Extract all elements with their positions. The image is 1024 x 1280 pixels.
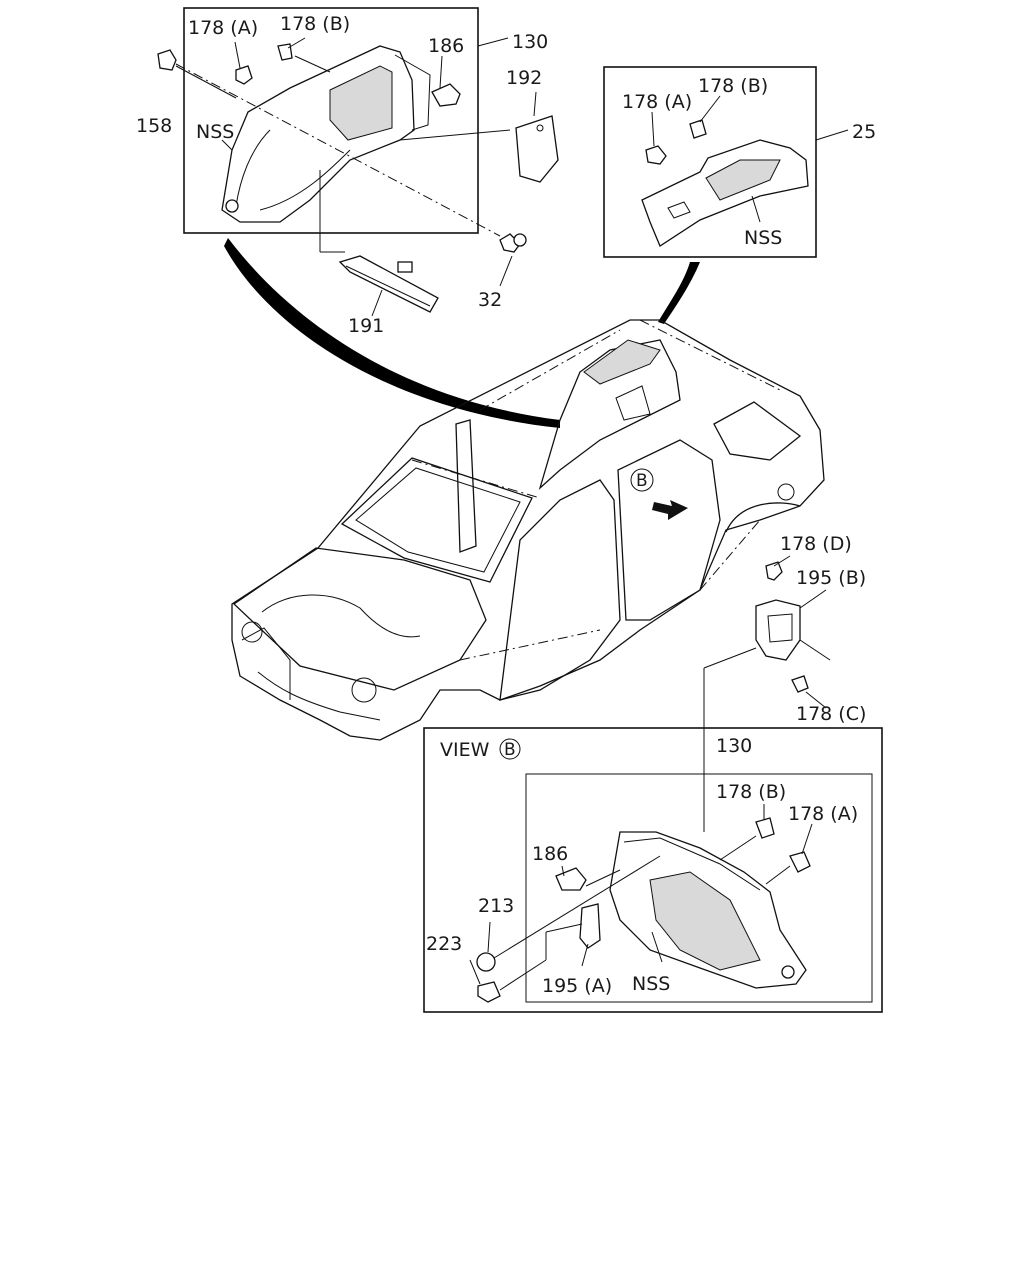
body-trim-recess [583, 339, 661, 385]
clip-178a-view[interactable] [789, 851, 811, 873]
view-panel-recess [649, 871, 761, 971]
clip-178c[interactable] [791, 675, 809, 693]
label-223: 223 [426, 933, 462, 955]
rear-interior-panel [538, 339, 681, 491]
cover-192[interactable] [515, 115, 559, 183]
clip-178d[interactable] [765, 561, 783, 581]
label-178a-right: 178 (A) [622, 91, 692, 113]
view-b-arrow [652, 500, 688, 520]
screw-223[interactable] [477, 981, 501, 1003]
label-130-view: 130 [716, 735, 752, 757]
label-nss-top: NSS [196, 121, 234, 143]
label-25: 25 [852, 121, 876, 143]
cover-195a[interactable] [579, 903, 601, 949]
label-178d: 178 (D) [780, 533, 852, 555]
label-178a-view: 178 (A) [788, 803, 858, 825]
panel-hole [225, 199, 239, 213]
label-186-top: 186 [428, 35, 464, 57]
label-178b-top: 178 (B) [280, 13, 350, 35]
clip-178b-view[interactable] [755, 817, 775, 839]
label-158: 158 [136, 115, 172, 137]
label-178c: 178 (C) [796, 703, 866, 725]
label-b-circle: B [636, 471, 648, 491]
view-panel-hole [781, 965, 795, 979]
windshield-opening [340, 457, 533, 583]
detail-box-top-right [603, 66, 849, 258]
label-view: VIEW [440, 739, 490, 761]
label-213: 213 [478, 895, 514, 917]
label-195a: 195 (A) [542, 975, 612, 997]
view-b-label-circle [499, 738, 521, 760]
label-32: 32 [478, 289, 502, 311]
label-178b-right: 178 (B) [698, 75, 768, 97]
bracket-195b[interactable] [755, 599, 801, 661]
detail-box-top-left [157, 7, 559, 317]
strap-buckle [397, 261, 413, 273]
hook-186-top[interactable] [431, 83, 461, 107]
label-nss-right: NSS [744, 227, 782, 249]
label-178a-top: 178 (A) [188, 17, 258, 39]
view-b-inner-frame [525, 773, 873, 1003]
detail-frame-top-right [603, 66, 817, 258]
strap-191[interactable] [338, 255, 439, 313]
engine-bay [232, 547, 487, 691]
panel-recess [329, 65, 393, 141]
rear-wheel-arch [725, 502, 801, 533]
screw-32-head [513, 233, 527, 247]
clip-178b-right[interactable] [689, 119, 707, 139]
label-186-view: 186 [532, 843, 568, 865]
front-door-opening [499, 479, 621, 701]
view-b-box [423, 727, 883, 1013]
rear-door-opening [617, 439, 721, 621]
hook-186-view[interactable] [555, 867, 587, 891]
trim-25-opening [705, 159, 781, 201]
view-b-circle [630, 468, 654, 492]
label-130-top: 130 [512, 31, 548, 53]
view-b-marker [630, 468, 688, 520]
label-195b: 195 (B) [796, 567, 866, 589]
clip-178a-right[interactable] [645, 145, 667, 165]
label-nss-view: NSS [632, 973, 670, 995]
label-view-b: B [504, 740, 516, 760]
label-178b-view: 178 (B) [716, 781, 786, 803]
grommet-213[interactable] [476, 952, 496, 972]
callout-sweep-right [658, 262, 700, 324]
label-191: 191 [348, 315, 384, 337]
labels: 178 (A) 178 (B) 130 186 192 158 NSS 32 1… [136, 13, 876, 997]
screw-32[interactable] [499, 233, 521, 253]
clip-178a-top[interactable] [235, 65, 253, 85]
a-pillar [455, 419, 477, 553]
label-192: 192 [506, 67, 542, 89]
view-b-outer-frame [423, 727, 883, 1013]
vehicle-body-shell [231, 319, 825, 741]
clip-158[interactable] [157, 49, 177, 71]
rear-quarter-window [713, 401, 802, 461]
callout-sweep-left [224, 238, 560, 428]
detail-frame-top-left [183, 7, 479, 234]
